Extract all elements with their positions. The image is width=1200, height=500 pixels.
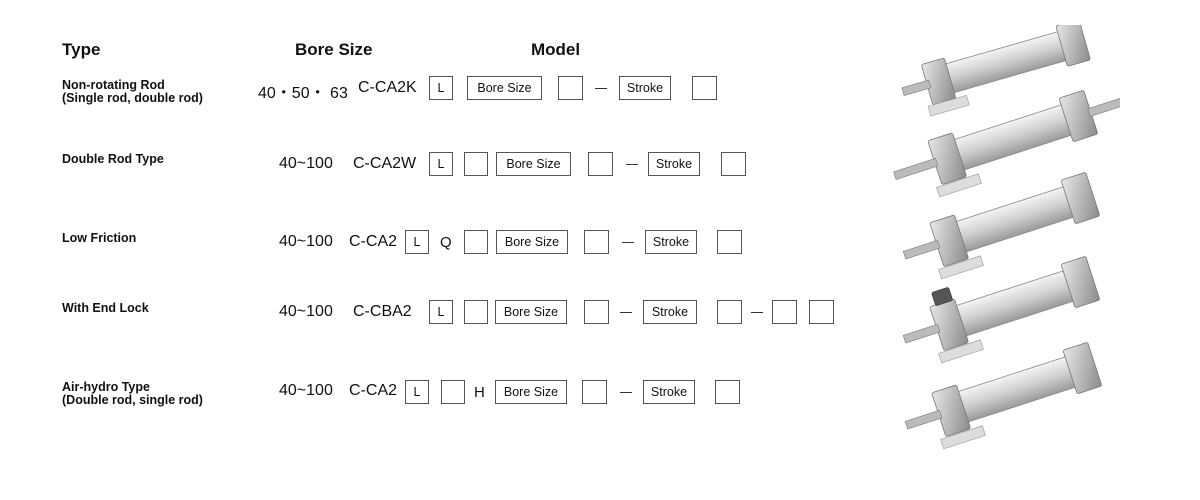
cylinder-image-4 <box>902 256 1100 364</box>
dash <box>622 242 634 243</box>
option-box-l: L <box>429 76 453 100</box>
dash <box>595 88 607 89</box>
dash <box>620 312 632 313</box>
blank-box <box>441 380 465 404</box>
option-box-l: L <box>429 152 453 176</box>
blank-box <box>584 230 609 254</box>
bore-range: 40~100 <box>279 382 333 399</box>
row-label-end-lock: With End Lock <box>62 302 149 315</box>
header-model: Model <box>531 40 581 59</box>
model-prefix: C-CA2 <box>349 233 398 250</box>
blank-box <box>715 380 740 404</box>
model-prefix: C-CA2W <box>353 155 417 172</box>
header-bore-size: Bore Size <box>295 40 373 59</box>
stroke-box: Stroke <box>619 76 671 100</box>
cylinder-product-images <box>893 25 1120 450</box>
bore-size-box: Bore Size <box>496 152 571 176</box>
row-label-double-rod: Double Rod Type <box>62 153 164 166</box>
row-label-line1: With End Lock <box>62 301 149 315</box>
blank-box <box>692 76 717 100</box>
blank-box <box>772 300 797 324</box>
row-label-low-friction: Low Friction <box>62 232 136 245</box>
row-label-line2: (Double rod, single rod) <box>62 393 203 407</box>
blank-box <box>809 300 834 324</box>
fixed-letter-q: Q <box>440 234 452 251</box>
header-type: Type <box>62 40 101 59</box>
blank-box <box>464 152 488 176</box>
stroke-box: Stroke <box>643 300 697 324</box>
bore-range: 40~100 <box>279 303 333 320</box>
model-prefix: C-CA2K <box>358 79 417 96</box>
row-label-non-rotating: Non-rotating Rod (Single rod, double rod… <box>62 79 203 105</box>
dash <box>620 392 632 393</box>
bore-range: 40・50・ 63 <box>258 85 348 102</box>
row-label-line1: Double Rod Type <box>62 152 164 166</box>
row-label-air-hydro: Air-hydro Type (Double rod, single rod) <box>62 381 203 407</box>
model-prefix: C-CA2 <box>349 382 398 399</box>
blank-box <box>582 380 607 404</box>
option-box-l: L <box>429 300 453 324</box>
cylinder-image-2 <box>893 90 1120 198</box>
option-box-l: L <box>405 230 429 254</box>
fixed-letter-h: H <box>474 384 485 401</box>
cylinder-image-1 <box>901 25 1091 117</box>
row-label-line2: (Single rod, double rod) <box>62 91 203 105</box>
row-label-line1: Low Friction <box>62 231 137 245</box>
bore-size-box: Bore Size <box>495 300 567 324</box>
dash <box>751 312 763 313</box>
stroke-box: Stroke <box>643 380 695 404</box>
bore-range: 40~100 <box>279 155 333 172</box>
blank-box <box>717 230 742 254</box>
row-label-line1: Non-rotating Rod <box>62 78 165 92</box>
blank-box <box>464 300 488 324</box>
model-prefix: C-CBA2 <box>353 303 412 320</box>
blank-box <box>464 230 488 254</box>
stroke-box: Stroke <box>645 230 697 254</box>
bore-size-box: Bore Size <box>496 230 568 254</box>
bore-range: 40~100 <box>279 233 333 250</box>
stroke-box: Stroke <box>648 152 700 176</box>
cylinder-image-3 <box>902 172 1100 280</box>
bore-size-box: Bore Size <box>495 380 567 404</box>
dash <box>626 164 638 165</box>
cylinder-image-5 <box>904 342 1102 450</box>
option-box-l: L <box>405 380 429 404</box>
blank-box <box>588 152 613 176</box>
row-label-line1: Air-hydro Type <box>62 380 150 394</box>
blank-box <box>584 300 609 324</box>
blank-box <box>717 300 742 324</box>
blank-box <box>721 152 746 176</box>
bore-size-box: Bore Size <box>467 76 542 100</box>
blank-box <box>558 76 583 100</box>
